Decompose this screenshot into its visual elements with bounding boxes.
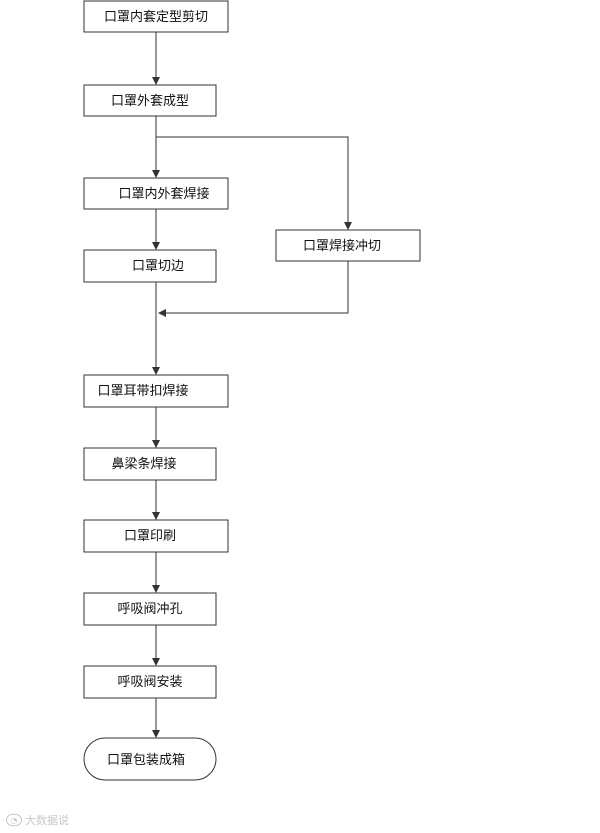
node-label-n5: 口罩切边 — [132, 259, 184, 274]
node-n2: 口罩外套成型 — [83, 84, 217, 117]
watermark-text: 大数据说 — [25, 814, 69, 827]
edges — [152, 32, 352, 738]
node-label-n9: 呼吸阀冲孔 — [117, 602, 182, 617]
node-n6: 口罩耳带扣焊接 — [83, 374, 229, 408]
nodes: 口罩内套定型剪切 口罩外套成型 口罩内外套焊接 口罩焊接冲切 口罩切边 口罩耳带… — [83, 0, 421, 781]
node-n7: 鼻梁条焊接 — [83, 447, 217, 481]
node-label-n4: 口罩焊接冲切 — [303, 238, 381, 254]
node-n10: 呼吸阀安装 — [83, 665, 217, 699]
node-label-n7: 鼻梁条焊接 — [111, 456, 176, 472]
node-label-n6: 口罩耳带扣焊接 — [97, 383, 188, 399]
node-n1: 口罩内套定型剪切 — [83, 0, 229, 33]
watermark-logo-icon: ◔ — [6, 814, 22, 826]
node-label-n2: 口罩外套成型 — [111, 93, 189, 109]
edge-n4-merge — [158, 261, 349, 317]
node-label-n8: 口罩印刷 — [124, 529, 176, 544]
node-n8: 口罩印刷 — [83, 519, 229, 553]
node-label-n1: 口罩内套定型剪切 — [104, 9, 208, 25]
node-n4: 口罩焊接冲切 — [275, 229, 421, 262]
node-n5: 口罩切边 — [83, 249, 217, 283]
edge-n2-n4 — [156, 136, 352, 230]
node-label-n3: 口罩内外套焊接 — [118, 186, 209, 202]
node-n9: 呼吸阀冲孔 — [83, 592, 217, 626]
node-label-n11: 口罩包装成箱 — [107, 752, 185, 768]
watermark: ◔ 大数据说 — [6, 812, 69, 828]
node-n3: 口罩内外套焊接 — [83, 177, 229, 210]
node-label-n10: 呼吸阀安装 — [117, 675, 182, 690]
node-n11: 口罩包装成箱 — [83, 737, 217, 781]
